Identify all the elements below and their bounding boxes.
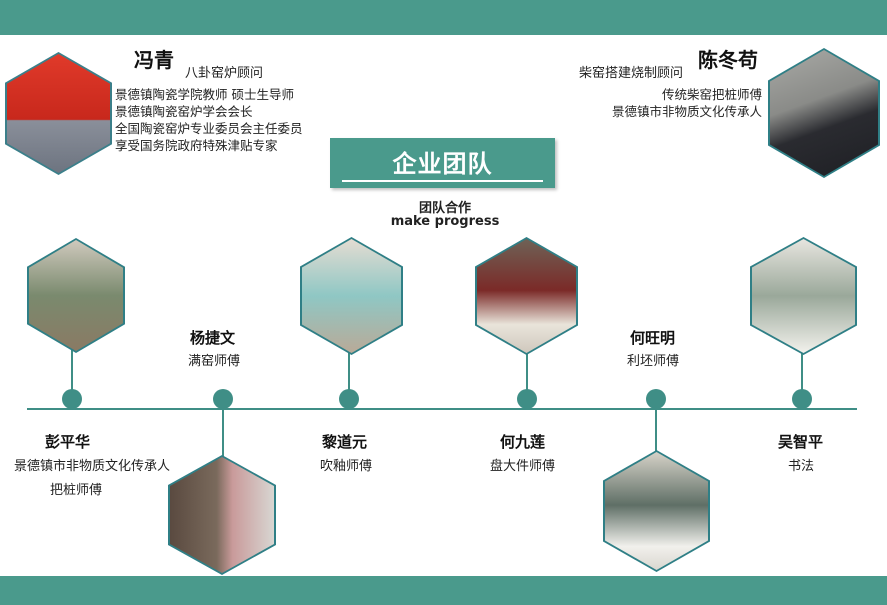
featured-desc: 传统柴窑把桩师傅 景德镇市非物质文化传承人 xyxy=(612,86,762,120)
member-name: 杨捷文 xyxy=(190,329,236,347)
photo-li-daoyuan xyxy=(300,237,403,355)
desc-line: 景德镇陶瓷学院教师 硕士生导师 xyxy=(115,87,294,102)
desc-line: 景德镇市非物质文化传承人 xyxy=(611,104,762,119)
section-title: 企业团队 xyxy=(392,150,493,178)
timeline-dot xyxy=(62,389,82,409)
member-role: 满窑师傅 xyxy=(188,354,241,369)
member-role: 书法 xyxy=(788,459,815,474)
member-name: 彭平华 xyxy=(45,433,91,451)
member-role: 利坯师傅 xyxy=(627,354,680,369)
photo-he-jiulian xyxy=(475,237,578,355)
desc-line: 传统柴窑把桩师傅 xyxy=(661,87,762,102)
connector xyxy=(222,409,224,459)
bottom-banner xyxy=(0,576,887,605)
connector xyxy=(526,352,528,408)
timeline-dot xyxy=(213,389,233,409)
member-name: 黎道元 xyxy=(322,433,368,451)
subtitle: 团队合作 xyxy=(418,201,471,216)
featured-name: 冯青 xyxy=(134,48,174,72)
subtitle-en: make progress xyxy=(390,214,500,229)
member-role: 盘大件师傅 xyxy=(490,459,556,474)
timeline-dot xyxy=(339,389,359,409)
desc-line: 景德镇陶瓷窑炉学会会长 xyxy=(115,104,253,119)
section-title-box: 企业团队 xyxy=(330,138,555,188)
photo-chen-donggou xyxy=(768,48,880,178)
desc-line: 享受国务院政府特殊津贴专家 xyxy=(115,138,278,153)
member-role: 把桩师傅 xyxy=(50,483,103,498)
photo-yang-jiewen xyxy=(168,455,276,575)
featured-role: 柴窑搭建烧制顾问 xyxy=(579,66,684,81)
timeline-dot xyxy=(517,389,537,409)
member-name: 何九莲 xyxy=(500,433,546,451)
desc-line: 全国陶瓷窑炉专业委员会主任委员 xyxy=(115,121,303,136)
connector xyxy=(655,409,657,454)
photo-feng-qing xyxy=(5,52,112,175)
featured-name: 陈冬苟 xyxy=(698,48,758,72)
connector xyxy=(71,350,73,408)
photo-peng-pinghua xyxy=(27,238,125,353)
photo-he-wangming xyxy=(603,450,710,572)
timeline-dot xyxy=(792,389,812,409)
featured-desc: 景德镇陶瓷学院教师 硕士生导师 景德镇陶瓷窑炉学会会长 全国陶瓷窑炉专业委员会主… xyxy=(115,86,303,154)
member-role: 吹釉师傅 xyxy=(320,459,373,474)
timeline-dot xyxy=(646,389,666,409)
member-name: 吴智平 xyxy=(778,433,824,451)
connector xyxy=(801,352,803,408)
member-role: 景德镇市非物质文化传承人 xyxy=(14,459,171,474)
top-banner xyxy=(0,0,887,35)
timeline-line xyxy=(27,408,857,410)
photo-wu-zhiping xyxy=(750,237,857,355)
featured-role: 八卦窑炉顾问 xyxy=(185,66,264,81)
connector xyxy=(348,352,350,408)
member-name: 何旺明 xyxy=(630,329,676,347)
title-underline xyxy=(342,180,543,182)
